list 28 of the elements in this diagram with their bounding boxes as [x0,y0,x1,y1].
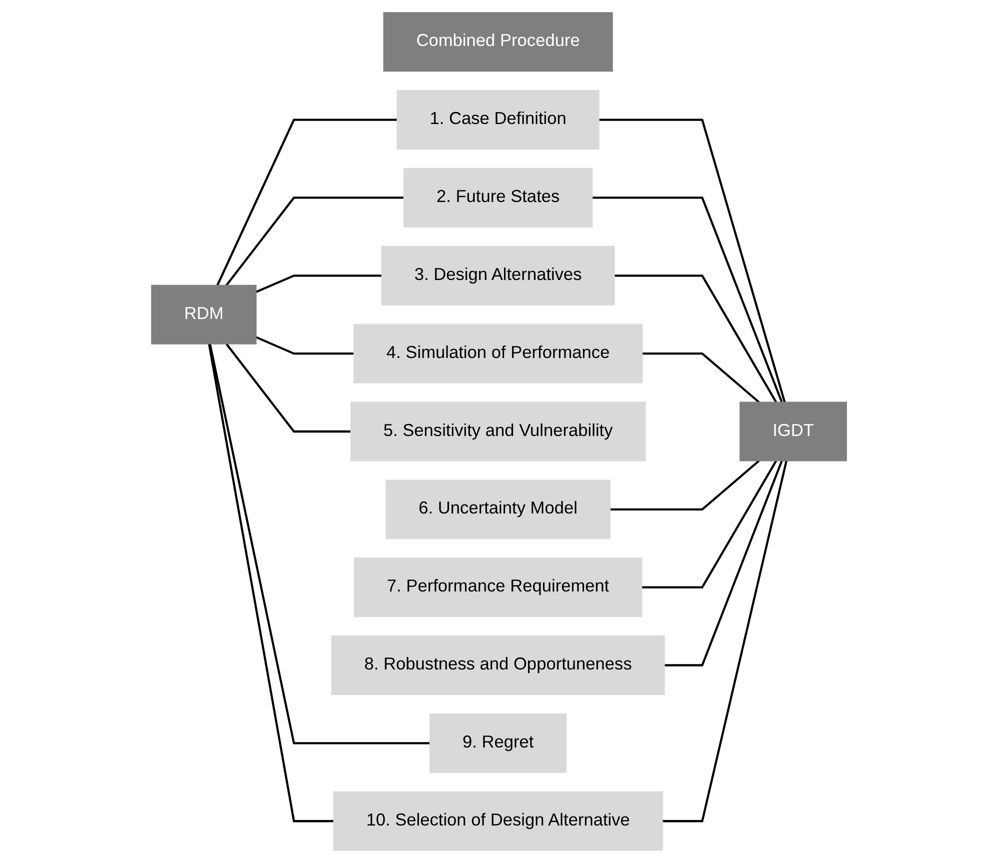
node-box: 2. Future States [404,168,594,228]
node-box: RDM [152,284,258,344]
connector [256,274,382,294]
connector [614,274,778,403]
node-box: 8. Robustness and Opportuneness [332,636,666,696]
node-box: 1. Case Definition [397,90,600,150]
node-box: Combined Procedure [384,12,614,72]
connector [642,460,778,588]
connector [226,343,352,433]
node-box: 10. Selection of Design Alternative [334,791,664,851]
connector [662,460,788,822]
connector [256,336,354,355]
node-box: 4. Simulation of Performance [354,324,644,384]
node-box: 9. Regret [430,713,568,773]
connector [664,460,784,666]
connector [226,196,404,286]
connector [216,118,398,286]
connector [208,344,334,822]
node-box: 3. Design Alternatives [382,246,616,306]
node-box: 5. Sensitivity and Vulnerability [350,402,646,462]
node-box: 6. Uncertainty Model [386,480,611,540]
connector [610,460,760,510]
node-box: IGDT [740,402,848,462]
connector [599,118,786,403]
node-box: 7. Performance Requirement [354,558,643,618]
connector [642,352,760,404]
connector [592,196,784,403]
connector [209,344,430,744]
